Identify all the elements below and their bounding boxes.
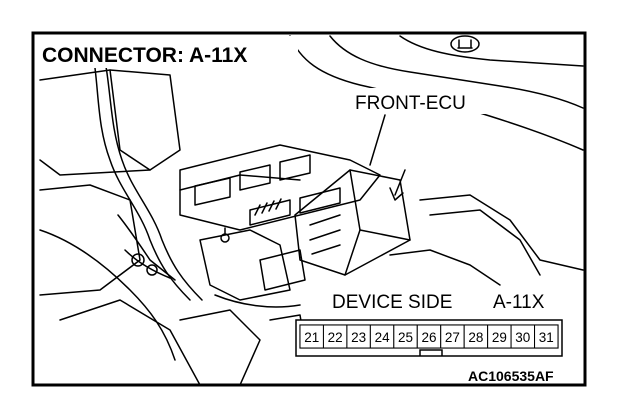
- pin-number: 24: [375, 330, 391, 345]
- pin-number: 21: [304, 330, 319, 345]
- pin-cells: 21 22 23 24 25 26 27 28 29 30 31: [299, 324, 559, 349]
- pin-number: 27: [445, 330, 460, 345]
- device-side-label: DEVICE SIDE: [332, 292, 452, 313]
- engine-bay-illustration: [39, 35, 584, 386]
- front-ecu-callout: FRONT-ECU: [355, 93, 466, 114]
- pin-number: 29: [492, 330, 507, 345]
- connector-face: 21 22 23 24 25 26 27 28 29 30 31: [295, 319, 563, 357]
- pin-number: 26: [421, 330, 436, 345]
- pin-number: 25: [398, 330, 413, 345]
- pin-number: 28: [468, 330, 483, 345]
- title-background: [36, 36, 298, 68]
- pin-cell: [534, 324, 559, 349]
- device-side-background: [328, 288, 564, 314]
- figure-code: AC106535AF: [468, 368, 554, 384]
- callout-background: [352, 88, 502, 114]
- connector-latch: [419, 349, 443, 356]
- device-code-label: A-11X: [493, 292, 545, 313]
- pin-number: 23: [351, 330, 366, 345]
- pin-number: 22: [328, 330, 343, 345]
- pin-number: 30: [515, 330, 530, 345]
- pin-number: 31: [539, 330, 554, 345]
- connector-title: CONNECTOR: A-11X: [42, 44, 247, 67]
